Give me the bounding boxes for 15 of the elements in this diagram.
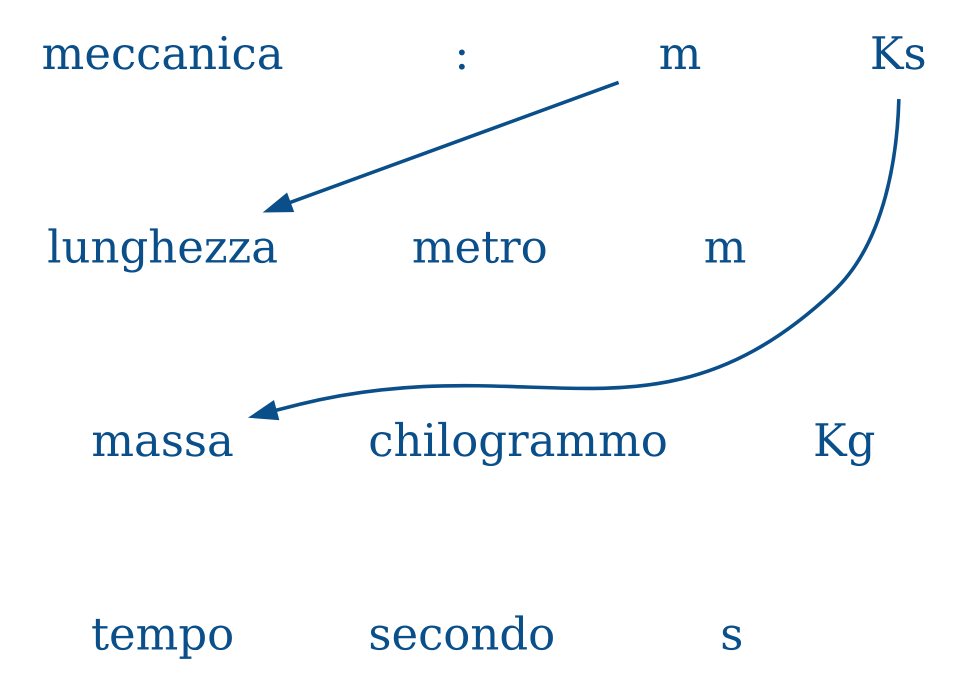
label: s — [720, 607, 743, 660]
label: : — [454, 27, 469, 80]
label: meccanica — [41, 27, 284, 80]
arrow — [247, 98, 900, 420]
node-text: lunghezza — [46, 220, 278, 274]
label: secondo — [368, 607, 555, 660]
node-text: tempo — [90, 607, 234, 660]
node-text: Ks — [869, 27, 926, 80]
label: chilogrammo — [368, 414, 668, 467]
arrow — [262, 80, 619, 212]
label: metro — [411, 220, 548, 274]
node-text: massa — [90, 414, 234, 467]
node-text: m — [658, 27, 701, 80]
label: Kg — [812, 414, 875, 467]
label: m — [703, 220, 746, 274]
